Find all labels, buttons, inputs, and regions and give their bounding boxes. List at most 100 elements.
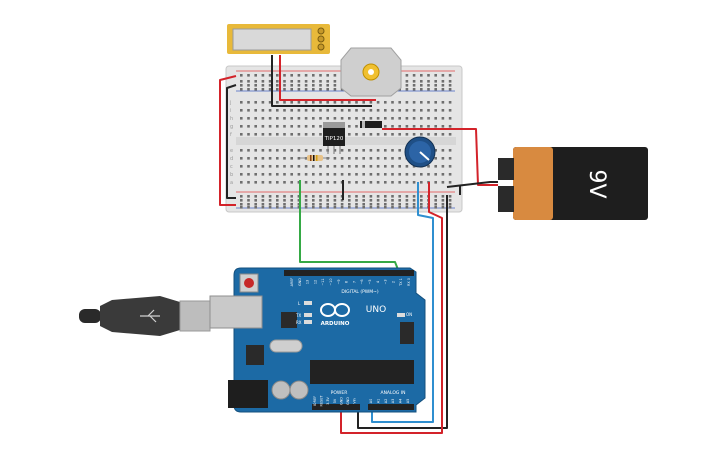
breadboard-hole[interactable] (405, 181, 409, 184)
breadboard-hole[interactable] (326, 74, 329, 77)
wire-black-gnd[interactable] (357, 195, 448, 429)
breadboard-hole[interactable] (398, 149, 401, 152)
breadboard-hole[interactable] (268, 117, 272, 120)
breadboard-hole[interactable] (297, 133, 301, 136)
breadboard-hole[interactable] (434, 173, 437, 176)
breadboard-hole[interactable] (276, 74, 279, 77)
breadboard-hole[interactable] (254, 74, 257, 77)
breadboard-hole[interactable] (412, 101, 416, 104)
breadboard-hole[interactable] (420, 84, 423, 87)
breadboard-hole[interactable] (376, 165, 380, 168)
breadboard-hole[interactable] (240, 109, 243, 112)
breadboard-hole[interactable] (427, 125, 430, 128)
breadboard-hole[interactable] (412, 80, 416, 83)
breadboard-hole[interactable] (247, 84, 250, 87)
breadboard-hole[interactable] (405, 74, 409, 77)
breadboard-hole[interactable] (362, 149, 365, 152)
breadboard-hole[interactable] (376, 109, 380, 112)
breadboard-hole[interactable] (448, 195, 452, 198)
breadboard-hole[interactable] (240, 84, 243, 87)
breadboard-hole[interactable] (268, 195, 272, 198)
breadboard-hole[interactable] (398, 199, 401, 202)
breadboard-hole[interactable] (391, 117, 394, 120)
breadboard-hole[interactable] (434, 101, 437, 104)
breadboard-hole[interactable] (290, 109, 293, 112)
breadboard-hole[interactable] (304, 195, 308, 198)
breadboard-hole[interactable] (441, 125, 445, 128)
breadboard-hole[interactable] (312, 149, 315, 152)
breadboard-hole[interactable] (304, 125, 308, 128)
breadboard-hole[interactable] (240, 125, 243, 128)
breadboard-hole[interactable] (412, 84, 416, 87)
breadboard-hole[interactable] (312, 203, 315, 206)
breadboard-hole[interactable] (268, 173, 272, 176)
breadboard-hole[interactable] (276, 181, 279, 184)
breadboard-hole[interactable] (441, 203, 445, 206)
breadboard-hole[interactable] (412, 181, 416, 184)
power-jack[interactable] (228, 380, 268, 408)
breadboard-hole[interactable] (304, 74, 308, 77)
breadboard-hole[interactable] (268, 203, 272, 206)
breadboard-hole[interactable] (247, 117, 250, 120)
breadboard-hole[interactable] (247, 125, 250, 128)
breadboard-hole[interactable] (391, 206, 394, 209)
breadboard-hole[interactable] (384, 133, 387, 136)
breadboard-hole[interactable] (348, 101, 351, 104)
breadboard-hole[interactable] (261, 74, 265, 77)
breadboard-hole[interactable] (333, 165, 337, 168)
breadboard-hole[interactable] (441, 206, 445, 209)
breadboard-hole[interactable] (283, 117, 286, 120)
breadboard-hole[interactable] (254, 165, 257, 168)
breadboard-hole[interactable] (348, 117, 351, 120)
breadboard-hole[interactable] (312, 195, 315, 198)
breadboard-hole[interactable] (384, 195, 387, 198)
breadboard-hole[interactable] (355, 117, 358, 120)
breadboard-hole[interactable] (290, 101, 293, 104)
breadboard-hole[interactable] (326, 173, 329, 176)
breadboard-hole[interactable] (276, 149, 279, 152)
breadboard-hole[interactable] (261, 173, 265, 176)
breadboard-hole[interactable] (247, 173, 250, 176)
breadboard-hole[interactable] (297, 88, 301, 91)
breadboard-hole[interactable] (304, 149, 308, 152)
breadboard-hole[interactable] (319, 74, 322, 77)
breadboard-hole[interactable] (304, 165, 308, 168)
breadboard-hole[interactable] (254, 109, 257, 112)
breadboard-hole[interactable] (297, 80, 301, 83)
breadboard-hole[interactable] (304, 133, 308, 136)
breadboard-hole[interactable] (405, 88, 409, 91)
breadboard-hole[interactable] (369, 157, 373, 160)
breadboard-hole[interactable] (448, 133, 452, 136)
breadboard-hole[interactable] (283, 80, 286, 83)
breadboard-hole[interactable] (297, 165, 301, 168)
breadboard-hole[interactable] (427, 80, 430, 83)
breadboard-hole[interactable] (441, 149, 445, 152)
breadboard-hole[interactable] (319, 125, 322, 128)
breadboard-hole[interactable] (355, 203, 358, 206)
breadboard-hole[interactable] (412, 117, 416, 120)
breadboard-hole[interactable] (333, 88, 337, 91)
breadboard-hole[interactable] (384, 173, 387, 176)
breadboard-hole[interactable] (362, 133, 365, 136)
breadboard-hole[interactable] (427, 74, 430, 77)
breadboard-hole[interactable] (434, 157, 437, 160)
breadboard-hole[interactable] (434, 88, 437, 91)
breadboard-hole[interactable] (376, 203, 380, 206)
breadboard-hole[interactable] (441, 195, 445, 198)
breadboard-hole[interactable] (276, 80, 279, 83)
breadboard-hole[interactable] (384, 149, 387, 152)
breadboard-hole[interactable] (261, 165, 265, 168)
breadboard-hole[interactable] (448, 101, 452, 104)
breadboard-hole[interactable] (427, 165, 430, 168)
breadboard-hole[interactable] (427, 84, 430, 87)
breadboard-hole[interactable] (376, 173, 380, 176)
breadboard-hole[interactable] (290, 206, 293, 209)
breadboard-hole[interactable] (420, 199, 423, 202)
breadboard-hole[interactable] (427, 173, 430, 176)
breadboard-hole[interactable] (405, 84, 409, 87)
breadboard-hole[interactable] (312, 199, 315, 202)
breadboard-hole[interactable] (268, 165, 272, 168)
breadboard-hole[interactable] (333, 203, 337, 206)
breadboard-hole[interactable] (441, 117, 445, 120)
breadboard-hole[interactable] (427, 117, 430, 120)
